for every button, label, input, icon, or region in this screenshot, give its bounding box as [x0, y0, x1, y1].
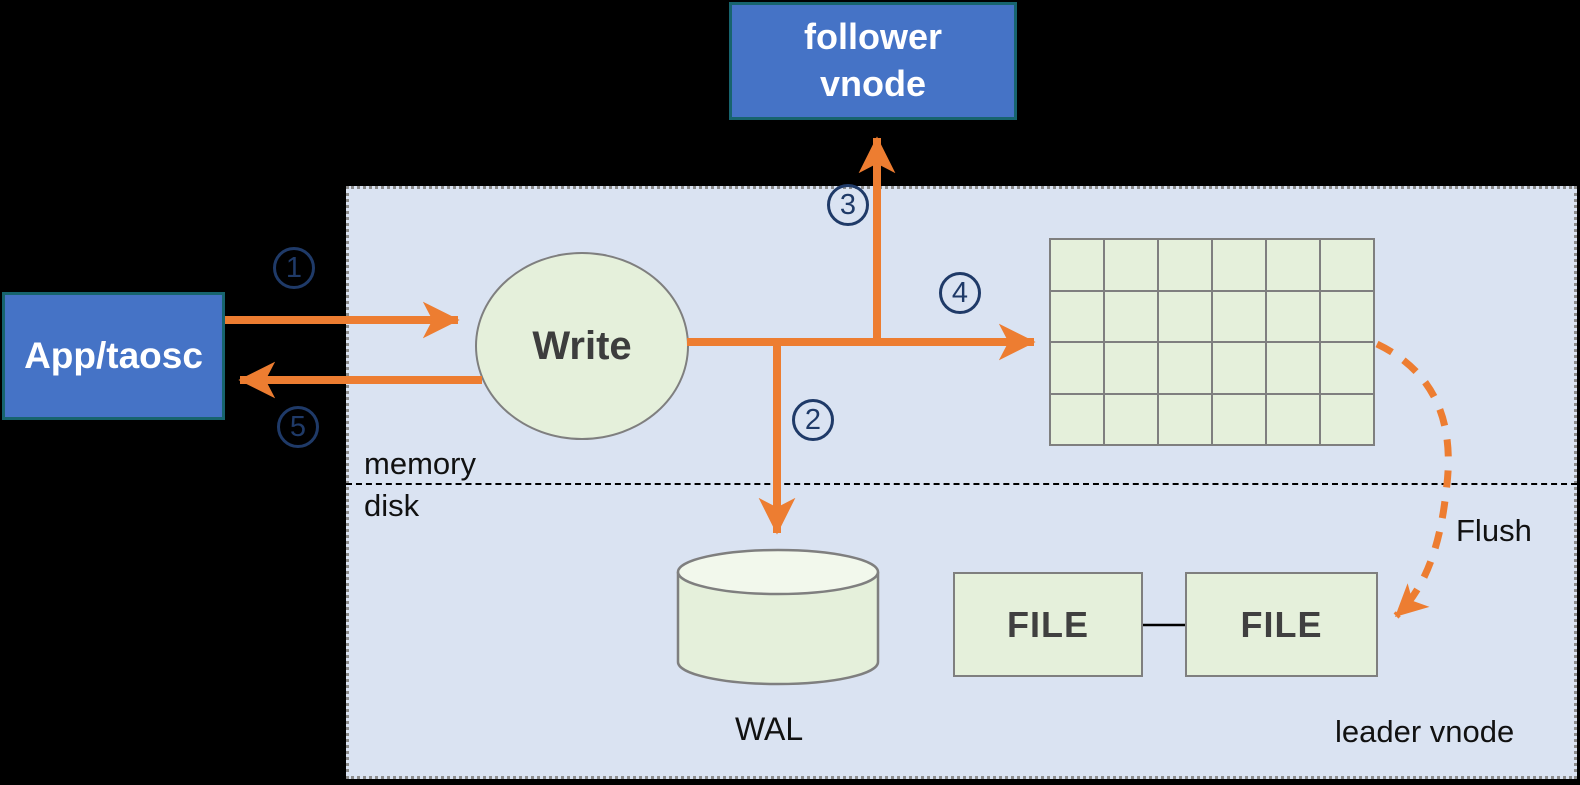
memtable-cell — [1051, 291, 1103, 341]
memtable-cell — [1213, 291, 1265, 341]
memtable-cell — [1051, 343, 1103, 393]
memtable-cell — [1267, 240, 1319, 290]
wal-cylinder-body — [676, 572, 880, 686]
memtable-cell — [1213, 343, 1265, 393]
memtable-cell — [1267, 291, 1319, 341]
memtable-cell — [1051, 394, 1103, 444]
leader-vnode-label: leader vnode — [1335, 714, 1515, 749]
memtable-cell — [1321, 343, 1373, 393]
memtable-cell — [1051, 240, 1103, 290]
wal-label: WAL — [735, 711, 804, 747]
memtable-cell — [1159, 291, 1211, 341]
memtable-cell — [1213, 240, 1265, 290]
memtable-cell — [1321, 240, 1373, 290]
app-taosc-label: App/taosc — [24, 335, 203, 376]
memtable-cell — [1105, 291, 1157, 341]
memtable-cell — [1159, 394, 1211, 444]
step-4-badge: 4 — [939, 272, 981, 314]
memory-label: memory — [364, 446, 476, 481]
memory-disk-divider — [346, 483, 1577, 485]
write-label: Write — [532, 323, 632, 368]
file-right-label: FILE — [1240, 603, 1323, 645]
memtable-cell — [1321, 394, 1373, 444]
write-process-ellipse: Write — [475, 252, 689, 440]
wal-cylinder — [676, 548, 880, 686]
step-1-badge: 1 — [273, 247, 315, 289]
step-5-badge: 5 — [277, 406, 319, 448]
memtable-cell — [1267, 343, 1319, 393]
memtable-cell — [1105, 343, 1157, 393]
follower-vnode-label-line1: follower — [803, 16, 942, 58]
file-left-label: FILE — [1007, 603, 1089, 645]
wal-cylinder-top — [676, 548, 880, 596]
memtable-cell — [1159, 240, 1211, 290]
memtable-grid — [1049, 238, 1375, 446]
step-3-badge: 3 — [827, 184, 869, 226]
step-2-badge: 2 — [792, 399, 834, 441]
memtable-cell — [1105, 240, 1157, 290]
follower-vnode-label-line2: vnode — [819, 63, 926, 104]
memtable-cell — [1105, 394, 1157, 444]
disk-label: disk — [364, 488, 420, 523]
flush-label: Flush — [1456, 513, 1532, 548]
memtable-cell — [1213, 394, 1265, 444]
memtable-cell — [1267, 394, 1319, 444]
memtable-cell — [1159, 343, 1211, 393]
memtable-cell — [1321, 291, 1373, 341]
file-box-right: FILE — [1185, 572, 1378, 677]
app-taosc-box: App/taosc — [2, 292, 225, 420]
follower-vnode-box: follower vnode — [729, 2, 1017, 120]
file-box-left: FILE — [953, 572, 1143, 677]
